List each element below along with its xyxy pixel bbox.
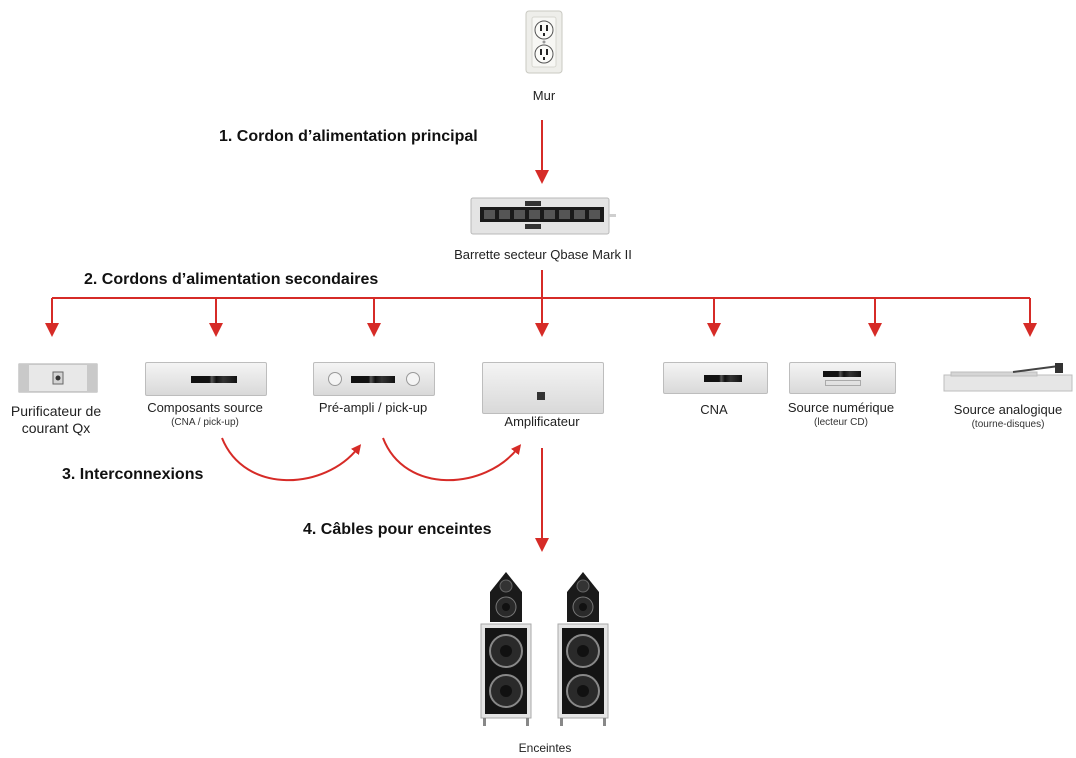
power-strip-icon xyxy=(470,197,616,235)
purifier-label-2: courant Qx xyxy=(21,420,91,436)
analog-source-label: Source analogique xyxy=(953,402,1063,417)
purifier-label-1: Purificateur de xyxy=(10,403,102,419)
turntable-icon xyxy=(943,362,1073,392)
speaker-left-icon xyxy=(476,570,536,730)
source-components-label: Composants source xyxy=(147,400,263,415)
dac-icon xyxy=(663,362,768,394)
speaker-right-icon xyxy=(553,570,613,730)
preamp-label: Pré-ampli / pick-up xyxy=(318,400,428,415)
step2-heading: 2. Cordons d’alimentation secondaires xyxy=(84,271,379,288)
dac-label: CNA xyxy=(700,402,728,417)
step4-heading: 4. Câbles pour enceintes xyxy=(303,521,492,538)
digital-source-icon xyxy=(789,362,896,394)
analog-source-note: (tourne-disques) xyxy=(971,419,1045,430)
step1-heading: 1. Cordon d’alimentation principal xyxy=(219,128,478,145)
power-purifier-icon xyxy=(18,363,98,393)
source-components-icon xyxy=(145,362,267,396)
interconnect-2 xyxy=(382,437,522,482)
speakers-label: Enceintes xyxy=(518,741,572,755)
step3-heading: 3. Interconnexions xyxy=(62,466,204,483)
wall-outlet-icon xyxy=(525,10,563,74)
digital-source-label: Source numérique xyxy=(787,400,895,415)
amplifier-label: Amplificateur xyxy=(504,414,580,429)
preamp-icon xyxy=(313,362,435,396)
amplifier-icon xyxy=(482,362,604,414)
power-strip-label: Barrette secteur Qbase Mark II xyxy=(454,247,632,262)
digital-source-note: (lecteur CD) xyxy=(814,417,868,428)
wall-label: Mur xyxy=(532,88,556,103)
source-components-note: (CNA / pick-up) xyxy=(171,417,239,428)
interconnect-1 xyxy=(221,437,362,482)
